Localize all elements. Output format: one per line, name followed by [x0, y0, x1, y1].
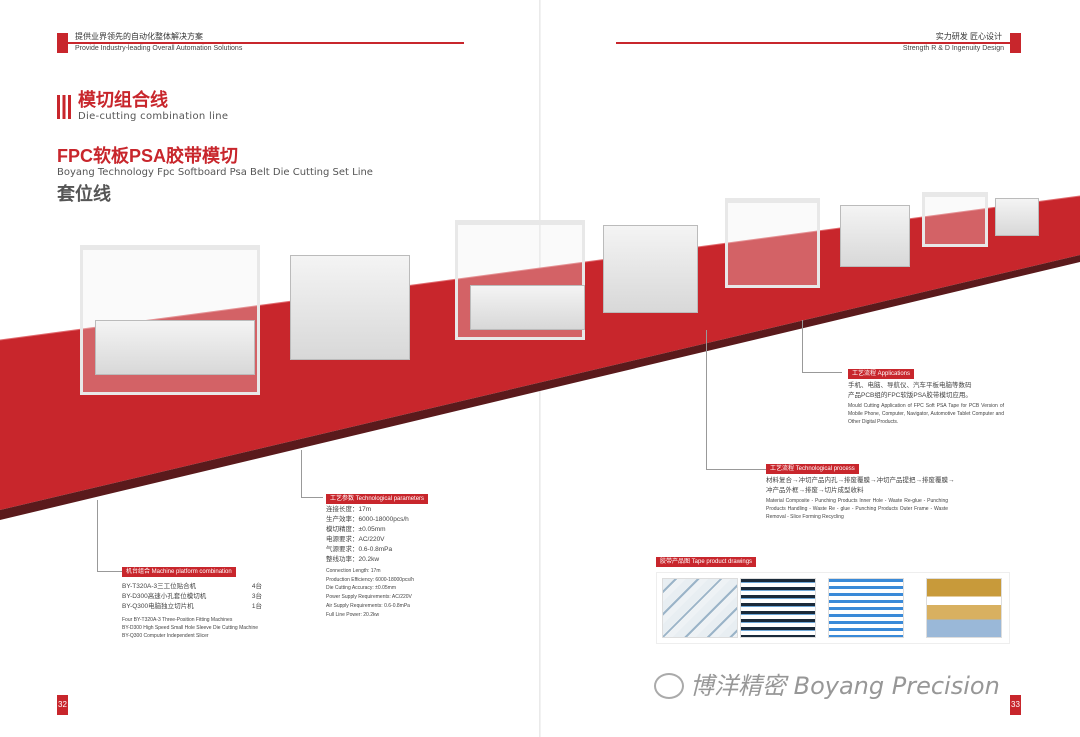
applications-en: Mould Cutting Application of FPC Soft PS…	[848, 403, 1004, 425]
product-title: FPC软板PSA胶带模切	[57, 146, 239, 166]
param-en: Production Efficiency: 6000-18000pcs/h	[326, 576, 415, 583]
die-cutting-machine	[603, 225, 698, 313]
process-line: 材料复合→冲切产品内孔→排废覆膜→冲切产品提把→排废覆膜→	[766, 477, 955, 484]
callout-line	[301, 450, 323, 498]
page-number-left: 32	[57, 695, 68, 715]
header-rule	[616, 42, 1010, 44]
product-subtitle: Boyang Technology Fpc Softboard Psa Belt…	[57, 167, 373, 178]
param-en: Connection Length: 17m	[326, 568, 381, 574]
left-header-cn: 提供业界领先的自动化整体解决方案	[75, 32, 203, 41]
machine-name: BY-Q300电脑独立切片机	[122, 603, 194, 610]
param: 电源要求：AC/220V	[326, 536, 385, 543]
callout-line	[706, 330, 766, 470]
watermark: 博洋精密 Boyang Precision	[690, 672, 1000, 700]
machine-name: BY-T320A-3三工位贴合机	[122, 583, 197, 590]
applications-line: 产品PCB组的FPC软版PSA胶带模切应用。	[848, 392, 972, 399]
machine-qty: 1台	[251, 603, 262, 610]
param: 气源要求：0.6-0.8mPa	[326, 546, 393, 553]
right-header-en: Strength R & D Ingenuity Design	[902, 45, 1004, 52]
tech-params-cn: 连接长度：17m 生产效率：6000-18000pcs/h 模切精度：±0.05…	[326, 505, 409, 565]
laminating-machine	[725, 198, 820, 288]
process-line: 冲产品外框→排废→切片成型收料	[766, 487, 864, 494]
machine-qty: 3台	[251, 593, 262, 600]
param-en: Power Supply Requirements: AC/220V	[326, 594, 412, 601]
machine-en: BY-D300 High Speed Small Hole Sleeve Die…	[122, 625, 259, 631]
applications-line: 手机、电脑、导航仪、汽车平板电脑等数码	[848, 382, 972, 389]
param: 连接长度：17m	[326, 506, 372, 513]
param: 模切精度：±0.05mm	[326, 526, 386, 533]
product-title-2: 套位线	[57, 184, 111, 204]
tape-drawing-2	[740, 578, 816, 638]
laminating-machine-base	[470, 285, 585, 330]
right-header-cn: 实力研发 匠心设计	[935, 32, 1002, 41]
tech-params-tag: 工艺参数 Technological parameters	[326, 494, 429, 504]
header-marker	[1010, 33, 1021, 53]
callout-line	[97, 500, 125, 572]
drawings-tag: 胶带产品图 Tape product drawings	[656, 557, 757, 567]
tape-drawing-4	[926, 578, 1002, 638]
machine-list-en: Four BY-T320A-3 Three-Position Fitting M…	[122, 616, 258, 640]
process-cn: 材料复合→冲切产品内孔→排废覆膜→冲切产品提把→排废覆膜→ 冲产品外框→排废→切…	[766, 476, 955, 496]
param-en: Full Line Power: 20.2kw	[326, 611, 380, 618]
tech-params-en: Connection Length: 17m Production Effici…	[326, 567, 414, 619]
machine-list: BY-T320A-3三工位贴合机 4台 BY-D300高速小孔套位模切机 3台 BY…	[122, 582, 262, 612]
machine-name: BY-D300高速小孔套位模切机	[122, 593, 207, 600]
header-rule	[68, 42, 464, 44]
process-en: Material Composite - Punching Products I…	[766, 498, 948, 520]
laminating-machine	[922, 192, 988, 247]
applications-tag: 工艺流程 Applications	[848, 369, 915, 379]
section-bars-icon	[57, 95, 71, 119]
page-number-right: 33	[1010, 695, 1021, 715]
tape-drawing-1	[662, 578, 738, 638]
param-en: Air Supply Requirements: 0.6-0.8mPa	[326, 602, 410, 609]
drawings-panel	[656, 572, 1010, 644]
header-marker	[57, 33, 68, 53]
wechat-icon	[654, 673, 684, 699]
section-title: 模切组合线	[78, 90, 168, 110]
left-header-en: Provide Industry-leading Overall Automat…	[75, 45, 243, 52]
machine-item: BY-Q300电脑独立切片机 1台	[122, 602, 262, 612]
machine-combo-tag: 机台组合 Machine platform combination	[122, 567, 236, 577]
machine-item: BY-T320A-3三工位贴合机 4台	[122, 582, 262, 592]
laminating-machine-base	[95, 320, 255, 375]
die-cutting-machine	[290, 255, 410, 360]
tape-drawing-3	[828, 578, 904, 638]
param: 生产效率：6000-18000pcs/h	[326, 516, 409, 523]
machine-en: Four BY-T320A-3 Three-Position Fitting M…	[122, 617, 233, 623]
slicer-machine	[995, 198, 1039, 236]
machine-item: BY-D300高速小孔套位模切机 3台	[122, 592, 262, 602]
section-subtitle: Die-cutting combination line	[78, 111, 229, 122]
die-cutting-machine	[840, 205, 910, 267]
applications-cn: 手机、电脑、导航仪、汽车平板电脑等数码 产品PCB组的FPC软版PSA胶带模切应…	[848, 381, 972, 401]
process-tag: 工艺流程 Technological process	[766, 464, 859, 474]
machine-en: BY-Q300 Computer Independent Slicer	[122, 633, 209, 639]
machine-qty: 4台	[251, 583, 262, 590]
param: 整线功率：20.2kw	[326, 556, 380, 563]
param-en: Die Cutting Accuracy: ±0.05mm	[326, 585, 396, 592]
callout-line	[802, 320, 842, 373]
